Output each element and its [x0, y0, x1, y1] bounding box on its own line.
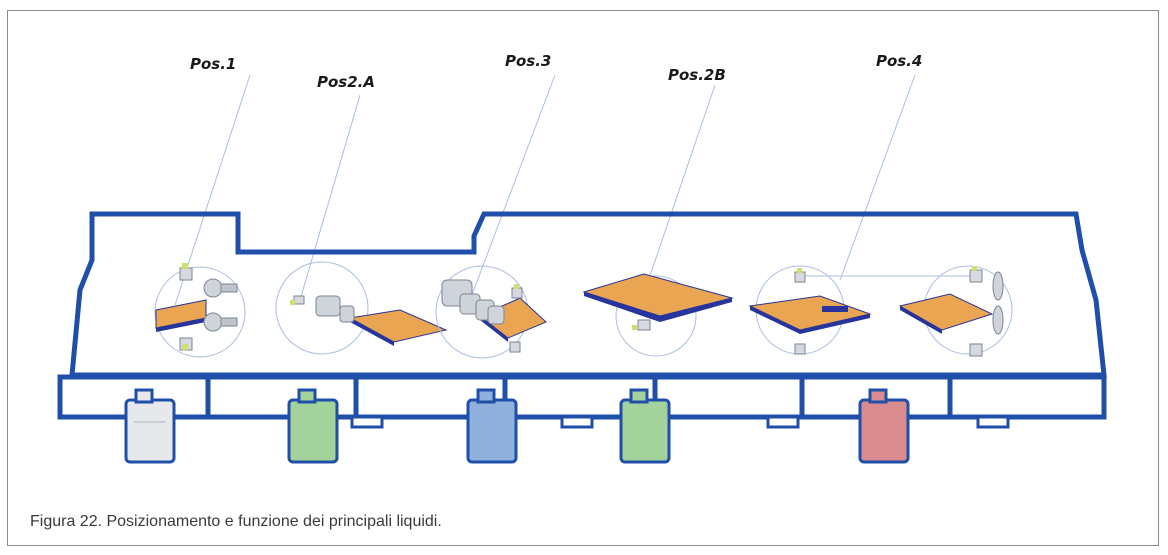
leader-line-pos4: [839, 74, 916, 281]
station-pos1: [154, 263, 246, 358]
canister-green: [287, 388, 339, 464]
station-pos2b: [582, 273, 734, 357]
canister-white: [124, 388, 176, 464]
leader-line-pos3: [469, 74, 556, 301]
canister-blue: [466, 388, 518, 464]
leader-line-pos2b: [639, 84, 716, 306]
label-pos1: Pos.1: [190, 55, 237, 73]
leader-line-pos2a: [299, 94, 361, 301]
canister-green-2: [619, 388, 671, 464]
leader-lines: [174, 74, 916, 306]
station-pos2a: [275, 261, 448, 355]
tank-rail-outline: [57, 374, 1107, 420]
label-pos4: Pos.4: [876, 52, 923, 70]
figure-caption: Figura 22. Posizionamento e funzione dei…: [30, 513, 442, 530]
machine-body-outline: [69, 211, 1107, 378]
label-pos2b: Pos.2B: [668, 66, 726, 84]
rail-tabs: [350, 415, 1010, 429]
station-pos3: [435, 265, 547, 359]
station-pos4: [748, 265, 1013, 357]
label-pos3: Pos.3: [505, 52, 552, 70]
canister-red: [858, 388, 910, 464]
figure-frame: [7, 10, 1159, 546]
label-pos2a: Pos2.A: [317, 73, 375, 91]
